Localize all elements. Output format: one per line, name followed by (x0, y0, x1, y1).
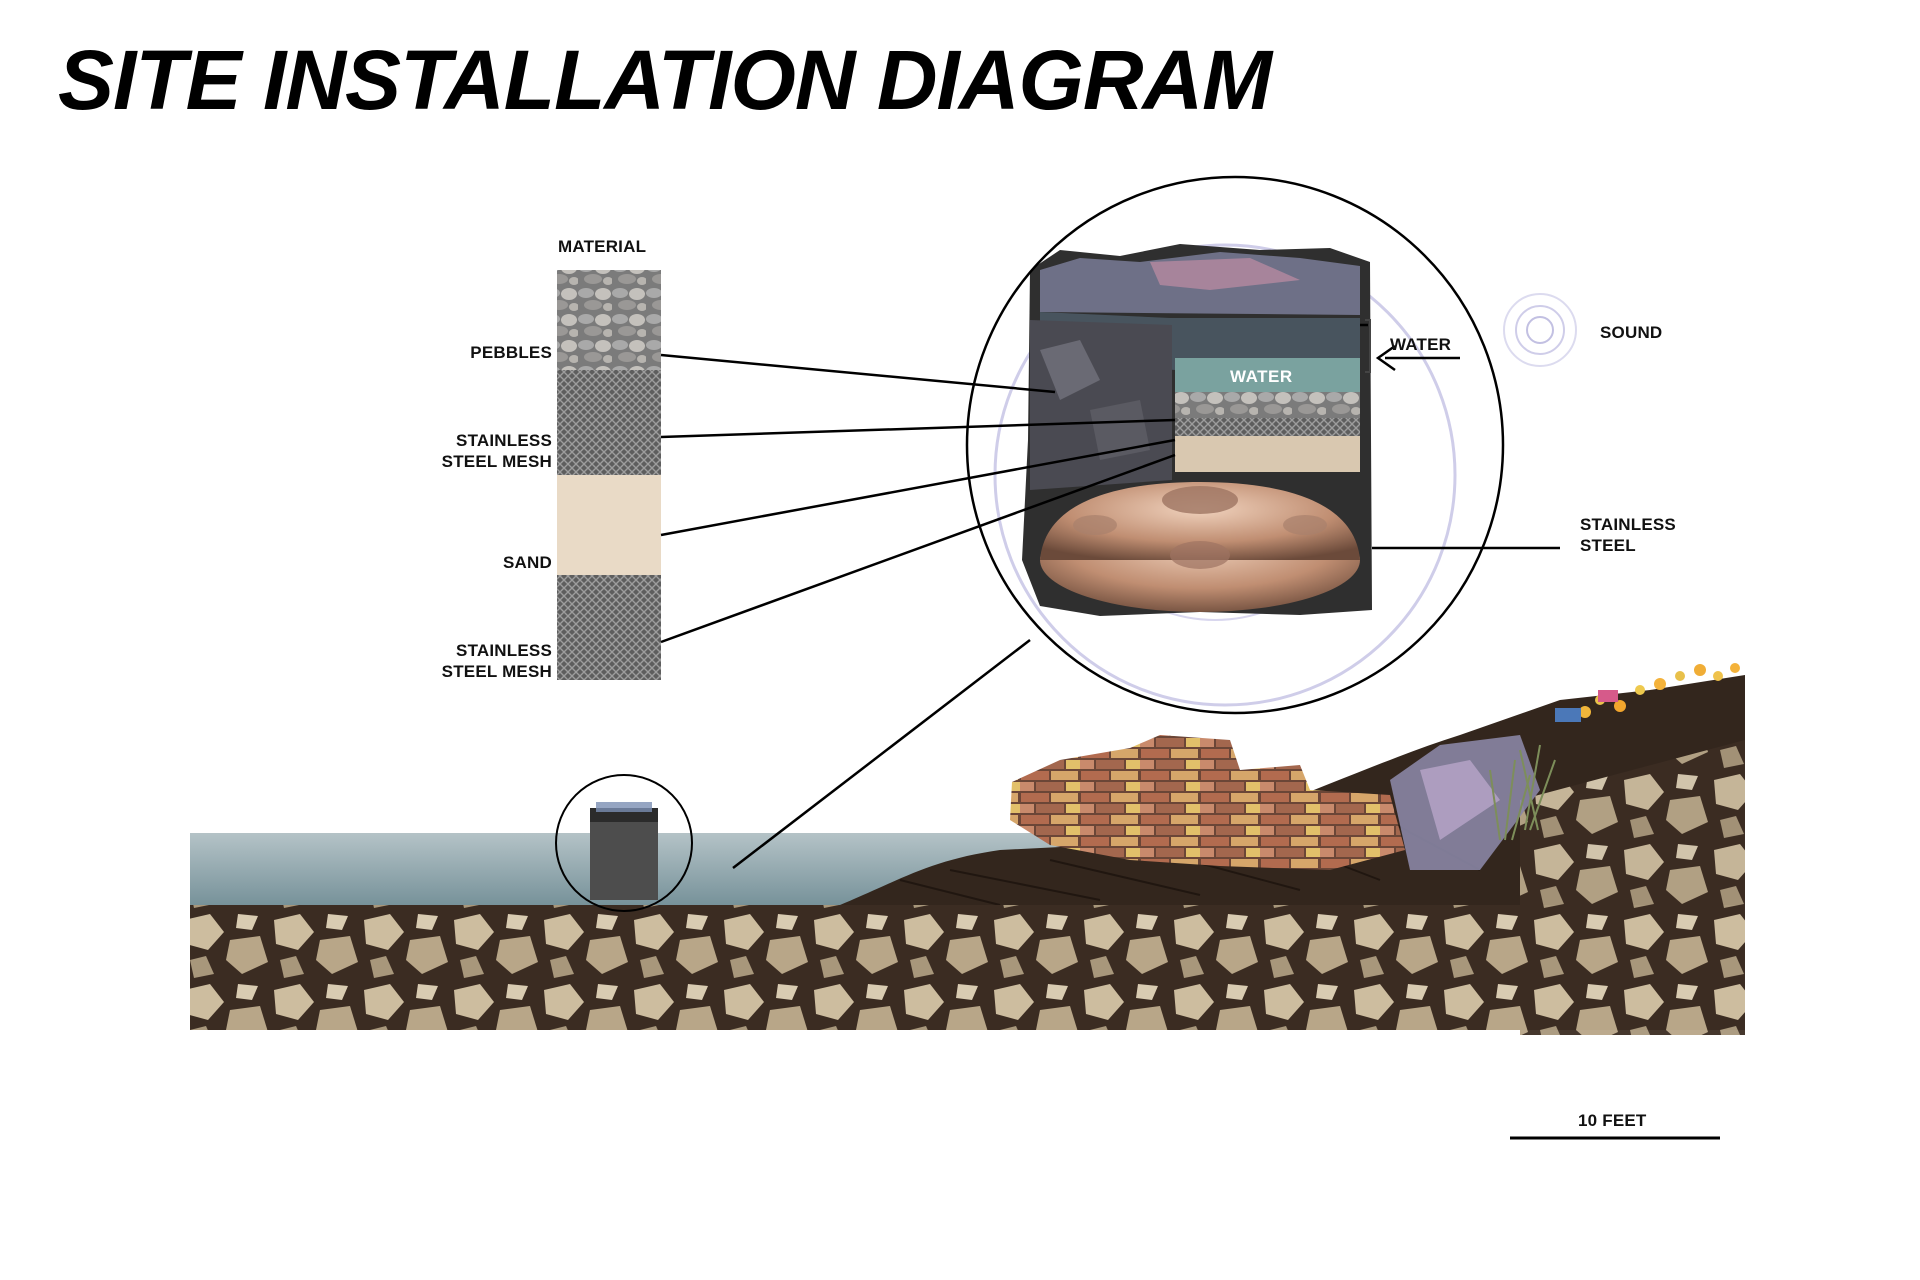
label-mesh-bottom: STAINLESS STEEL MESH (400, 640, 552, 682)
label-steel-line1: STAINLESS (1580, 515, 1676, 534)
sound-icon (1503, 293, 1577, 367)
material-column (557, 270, 661, 680)
leader-lines (660, 323, 1560, 869)
material-header: MATERIAL (558, 237, 647, 256)
ground-section (190, 663, 1745, 1035)
detail-circle-small (555, 774, 693, 912)
layer-stainless-mesh-bottom (557, 575, 661, 680)
page-title: SITE INSTALLATION DIAGRAM (58, 33, 1272, 127)
label-mesh-top: STAINLESS STEEL MESH (400, 430, 552, 472)
label-water-inside: WATER (1230, 367, 1293, 386)
arrow-left-icon (1375, 344, 1396, 372)
brick-rubble (1010, 735, 1405, 870)
installation-column (590, 808, 658, 900)
detail-circle-large (965, 175, 1505, 715)
rock-foundation (190, 905, 1745, 1030)
scale-bar-label: 10 FEET (1578, 1111, 1647, 1130)
layer-sand (557, 475, 661, 575)
label-mesh-top-line2: STEEL MESH (441, 452, 552, 471)
label-mesh-bottom-line1: STAINLESS (456, 641, 552, 660)
layer-pebbles (557, 270, 661, 370)
label-stainless-steel: STAINLESS STEEL (1580, 514, 1676, 556)
label-mesh-top-line1: STAINLESS (456, 431, 552, 450)
label-mesh-bottom-line2: STEEL MESH (441, 662, 552, 681)
label-sand: SAND (503, 553, 552, 572)
flowers (1555, 663, 1740, 722)
layer-stainless-mesh-top (557, 370, 661, 475)
label-sound: SOUND (1600, 323, 1663, 342)
label-steel-line2: STEEL (1580, 536, 1636, 555)
label-pebbles: PEBBLES (470, 343, 552, 362)
label-water-outside: WATER (1390, 335, 1452, 354)
